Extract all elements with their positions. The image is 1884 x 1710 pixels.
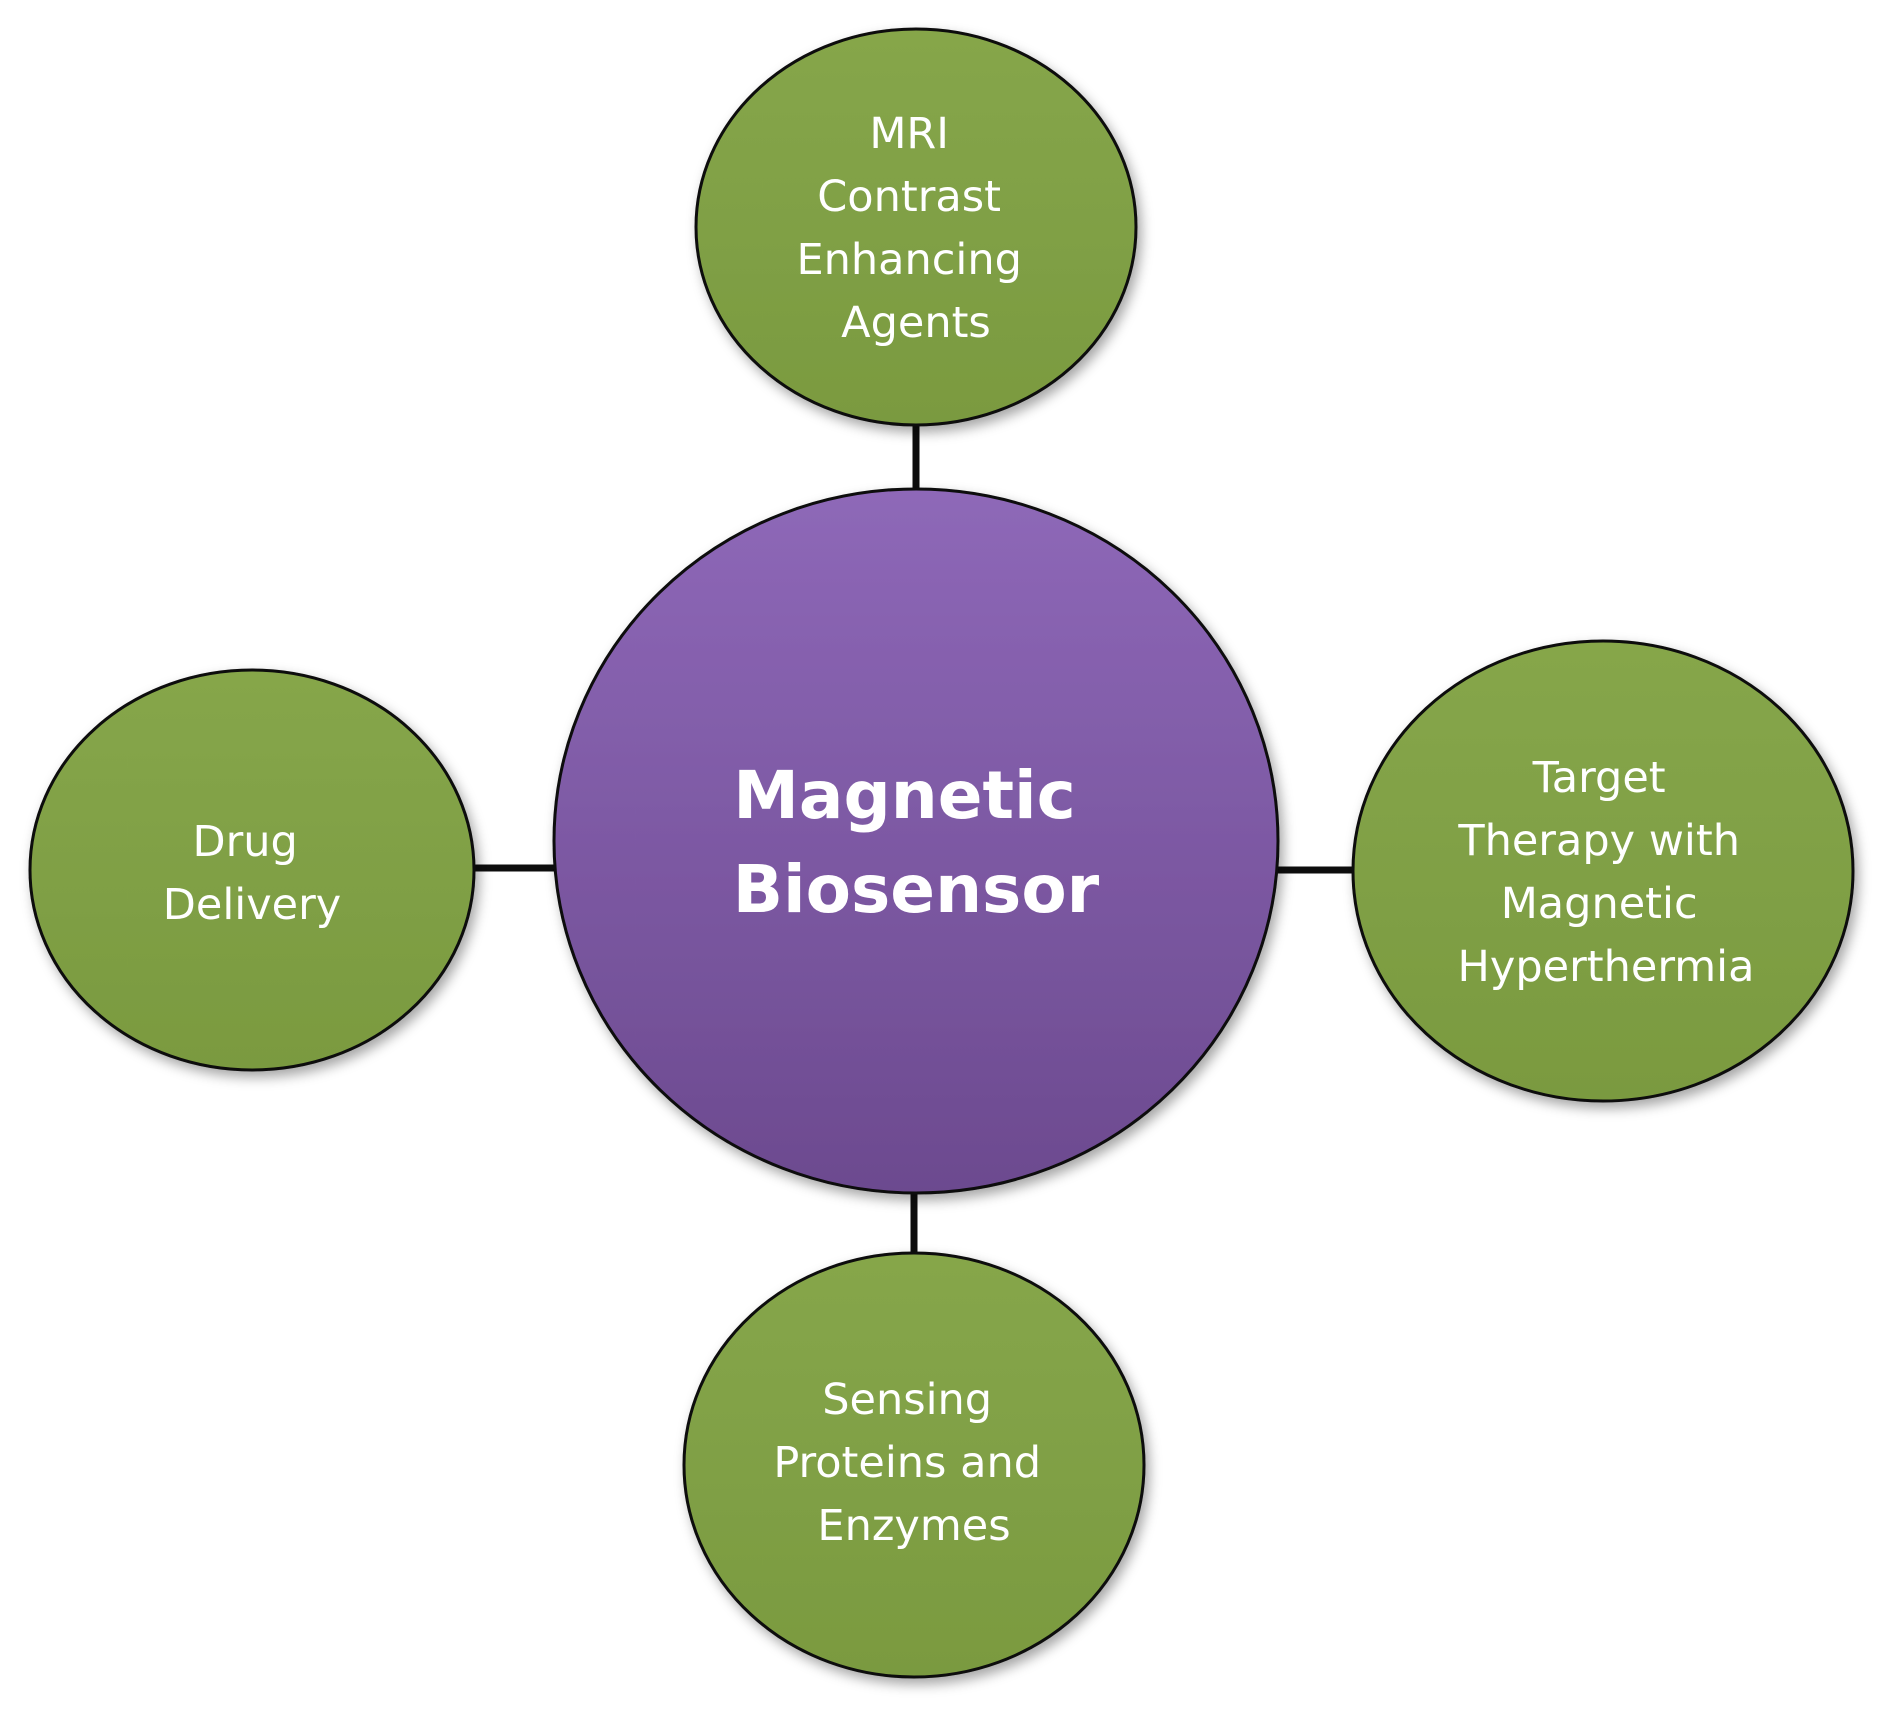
center-label: Magnetic Biosensor — [733, 757, 1100, 928]
node-top — [694, 27, 1138, 427]
node-right-label-line-2: Therapy with — [1457, 816, 1740, 866]
node-bottom-label: Sensing Proteins and Enzymes — [773, 1375, 1054, 1551]
node-top-label-line-2: Contrast — [817, 172, 1001, 222]
center-node-circle — [552, 487, 1280, 1195]
node-bottom-label-line-2: Proteins and — [773, 1438, 1041, 1488]
center-node — [552, 487, 1280, 1195]
node-left — [28, 668, 476, 1072]
node-left-label-line-1: Drug — [192, 817, 297, 867]
node-top-label-line-4: Agents — [841, 298, 991, 348]
node-left-label-line-2: Delivery — [163, 880, 342, 930]
node-bottom-label-line-1: Sensing — [822, 1375, 992, 1425]
node-bottom — [682, 1251, 1146, 1679]
node-top-label-line-3: Enhancing — [796, 235, 1021, 285]
node-bottom-circle — [682, 1251, 1146, 1679]
node-top-label-line-1: MRI — [869, 109, 949, 159]
node-top-circle — [694, 27, 1138, 427]
node-left-circle — [28, 668, 476, 1072]
node-right-label-line-1: Target — [1532, 753, 1666, 803]
node-right-label-line-4: Hyperthermia — [1458, 942, 1755, 992]
center-label-line-1: Magnetic — [733, 757, 1076, 834]
node-right — [1351, 639, 1855, 1103]
node-top-label: MRI Contrast Enhancing Agents — [796, 109, 1035, 348]
node-left-label: Drug Delivery — [163, 817, 342, 930]
node-bottom-label-line-3: Enzymes — [817, 1501, 1010, 1551]
node-right-label-line-3: Magnetic — [1501, 879, 1698, 929]
node-right-label: Target Therapy with Magnetic Hyperthermi… — [1457, 753, 1754, 992]
node-right-circle — [1351, 639, 1855, 1103]
center-label-line-2: Biosensor — [733, 851, 1100, 928]
